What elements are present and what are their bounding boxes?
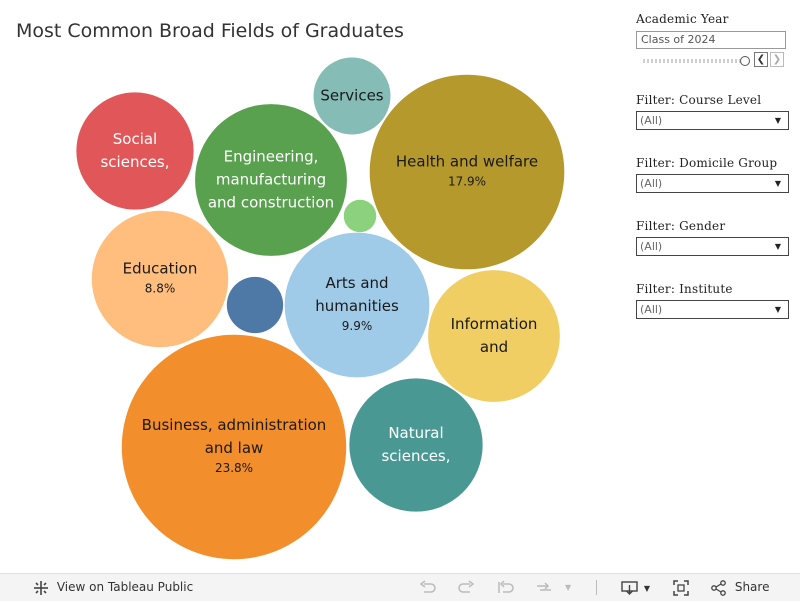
download-chevron-down-icon: ▼ xyxy=(643,584,650,593)
bubble-value-label: 8.8% xyxy=(145,282,176,296)
bubble-label: Education xyxy=(123,260,198,278)
bubble-mark[interactable] xyxy=(349,378,483,512)
bubble[interactable] xyxy=(343,199,377,233)
bubble-mark[interactable] xyxy=(343,199,377,233)
bubble-mark[interactable] xyxy=(226,276,284,334)
bubble[interactable]: Arts and humanities 9.9% xyxy=(284,232,430,378)
fullscreen-button[interactable] xyxy=(672,574,690,601)
dropdown-arrow-icon: ▼ xyxy=(774,116,781,125)
bubble-label: manufacturing xyxy=(216,171,326,189)
bubble-label: Health and welfare xyxy=(396,153,538,171)
bubble[interactable]: Services xyxy=(313,57,391,135)
undo-button[interactable] xyxy=(418,574,438,601)
fullscreen-icon xyxy=(673,579,689,596)
bubble-label: Information xyxy=(451,315,538,333)
bubble-label: and construction xyxy=(208,194,334,212)
redo-button[interactable] xyxy=(456,574,476,601)
bubble[interactable]: Social sciences, xyxy=(76,92,194,210)
controls-panel: Academic Year Class of 2024 ❮ ❯ Filter: … xyxy=(636,12,789,319)
refresh-button[interactable] xyxy=(534,574,554,601)
dropdown-value: (All) xyxy=(640,114,663,127)
filter-domicile-group: Filter: Domicile Group (All) ▼ xyxy=(636,156,789,193)
bubble-label: Services xyxy=(320,87,383,105)
bubble-label: and xyxy=(480,338,508,356)
tableau-toolbar: View on Tableau Public ▼ xyxy=(0,573,800,601)
dropdown-value: (All) xyxy=(640,240,663,253)
bubble-label: Social xyxy=(113,130,157,148)
bubble-label: humanities xyxy=(315,297,399,315)
filter-institute: Filter: Institute (All) ▼ xyxy=(636,282,789,319)
chart-title: Most Common Broad Fields of Graduates xyxy=(16,20,404,42)
course-level-dropdown[interactable]: (All) ▼ xyxy=(636,111,789,130)
bubble-mark[interactable] xyxy=(121,334,347,560)
slider-track[interactable] xyxy=(643,59,743,63)
bubble-value-label: 17.9% xyxy=(448,175,486,189)
share-button[interactable]: Share xyxy=(710,574,769,601)
download-icon xyxy=(621,580,638,595)
bubble-label: Natural xyxy=(388,424,443,442)
bubble[interactable]: Information and xyxy=(428,270,560,402)
view-on-tableau-link[interactable]: View on Tableau Public xyxy=(32,574,193,601)
filter-course-level: Filter: Course Level (All) ▼ xyxy=(636,93,789,130)
tableau-logo-icon xyxy=(34,580,48,595)
redo-icon xyxy=(458,579,475,593)
undo-icon xyxy=(419,579,436,593)
bubble[interactable]: Engineering, manufacturing and constructio… xyxy=(195,104,347,256)
filter-gender: Filter: Gender (All) ▼ xyxy=(636,219,789,256)
bubble-label: Arts and xyxy=(325,274,388,292)
filter-label: Filter: Gender xyxy=(636,219,726,233)
filter-label: Filter: Domicile Group xyxy=(636,156,778,170)
institute-dropdown[interactable]: (All) ▼ xyxy=(636,300,789,319)
academic-year-input[interactable]: Class of 2024 xyxy=(636,31,786,49)
bubble-label: and law xyxy=(205,439,264,457)
more-chevron-down-icon[interactable]: ▼ xyxy=(565,583,572,592)
bubble-mark[interactable] xyxy=(284,232,430,378)
bubble-mark[interactable] xyxy=(313,57,391,135)
dropdown-arrow-icon: ▼ xyxy=(774,242,781,251)
share-icon xyxy=(711,579,726,596)
dropdown-value: (All) xyxy=(640,177,663,190)
bubble-value-label: 23.8% xyxy=(215,461,253,475)
gender-dropdown[interactable]: (All) ▼ xyxy=(636,237,789,256)
dropdown-arrow-icon: ▼ xyxy=(774,305,781,314)
academic-year-slider[interactable]: ❮ ❯ xyxy=(636,51,788,69)
slider-handle[interactable] xyxy=(740,56,750,66)
view-on-tableau-label: View on Tableau Public xyxy=(56,580,194,594)
domicile-group-dropdown[interactable]: (All) ▼ xyxy=(636,174,789,193)
dropdown-value: (All) xyxy=(640,303,663,316)
bubble-chart: Business, administration and law 23.8% Heal… xyxy=(76,57,565,560)
bubble-mark[interactable] xyxy=(91,210,229,348)
toolbar-divider xyxy=(596,580,597,595)
bubble-mark[interactable] xyxy=(76,92,194,210)
share-label: Share xyxy=(734,580,770,594)
bubble-label: sciences, xyxy=(100,153,169,171)
bubble[interactable]: Education 8.8% xyxy=(91,210,229,348)
revert-icon xyxy=(498,579,514,593)
bubble[interactable]: Natural sciences, xyxy=(349,378,483,512)
bubble[interactable] xyxy=(226,276,284,334)
revert-button[interactable] xyxy=(496,574,516,601)
bubble-label: Business, administration xyxy=(142,416,327,434)
filter-label: Filter: Course Level xyxy=(636,93,762,107)
bubble-value-label: 9.9% xyxy=(342,319,373,333)
bubble[interactable]: Health and welfare 17.9% xyxy=(369,74,565,270)
bubble-label: Engineering, xyxy=(224,148,319,166)
next-year-button[interactable]: ❯ xyxy=(770,52,784,67)
bubble-mark[interactable] xyxy=(195,104,347,256)
dropdown-arrow-icon: ▼ xyxy=(774,179,781,188)
refresh-icon xyxy=(537,581,551,591)
academic-year-label: Academic Year xyxy=(636,12,729,26)
bubble-label: sciences, xyxy=(381,447,450,465)
bubble-mark[interactable] xyxy=(428,270,560,402)
bubble[interactable]: Business, administration and law 23.8% xyxy=(121,334,347,560)
previous-year-button[interactable]: ❮ xyxy=(754,52,768,67)
bubble-mark[interactable] xyxy=(369,74,565,270)
filter-label: Filter: Institute xyxy=(636,282,733,296)
download-button[interactable]: ▼ xyxy=(620,574,650,601)
